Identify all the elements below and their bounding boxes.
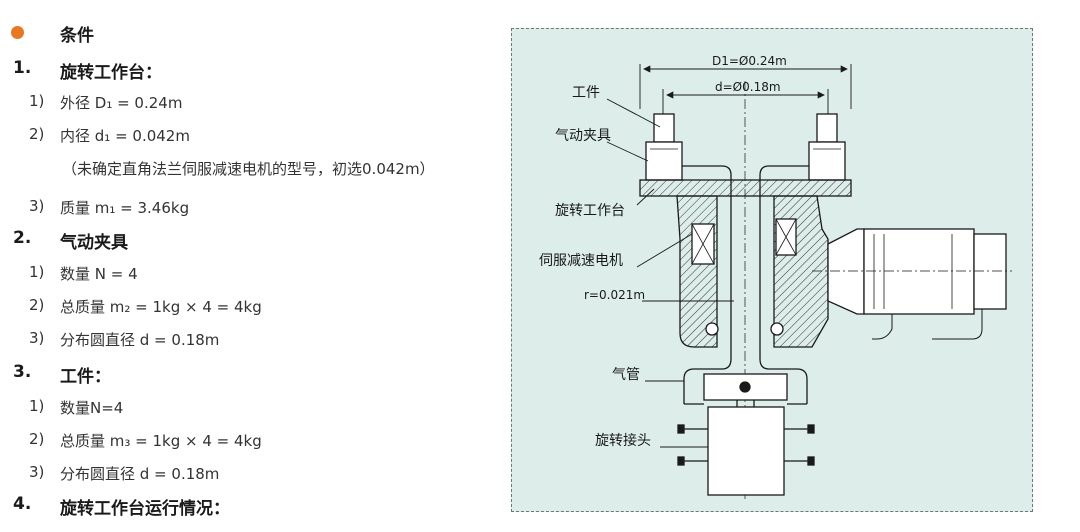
label-workpiece: 工件	[572, 85, 600, 101]
mechanism-diagram: D1=Ø0.24m d=Ø0.18m 工件 气动夹具 旋转工作台 伺服减速电机 …	[511, 28, 1033, 512]
section-title: 气动夹具	[60, 233, 128, 253]
item-text: 数量N=4	[60, 399, 124, 417]
conditions-heading: 条件	[60, 26, 94, 46]
label-table: 旋转工作台	[555, 203, 625, 219]
item-text: 内径 d₁ = 0.042m	[60, 127, 190, 145]
section-number: 4.	[13, 494, 32, 514]
motor-flange	[827, 228, 865, 315]
item-text: 质量 m₁ = 3.46kg	[60, 199, 190, 217]
section-title: 工件：	[60, 367, 111, 387]
item-text: 总质量 m₂ = 1kg × 4 = 4kg	[60, 298, 262, 316]
item-text: 外径 D₁ = 0.24m	[60, 94, 183, 112]
label-radius: r=0.021m	[584, 288, 645, 302]
item-number: 3)	[29, 197, 45, 215]
item-note: （未确定直角法兰伺服减速电机的型号，初选0.042m）	[62, 160, 435, 178]
item-number: 2)	[29, 125, 45, 143]
label-clamp: 气动夹具	[555, 128, 611, 144]
dim-inner-label: d=Ø0.18m	[715, 80, 781, 94]
item-number: 1)	[29, 92, 45, 110]
section-title: 旋转工作台运行情况：	[60, 499, 230, 519]
workpiece-right	[816, 113, 838, 143]
orange-bullet-icon	[11, 26, 24, 39]
section-number: 1.	[13, 58, 32, 78]
item-number: 1)	[29, 263, 45, 281]
section-number: 2.	[13, 228, 32, 248]
leader-clamp	[606, 141, 649, 162]
item-number: 3)	[29, 463, 45, 481]
dim-outer-label: D1=Ø0.24m	[712, 54, 787, 68]
leader-table	[636, 188, 655, 206]
leader-motor	[636, 233, 693, 268]
item-text: 数量 N = 4	[60, 265, 138, 283]
item-number: 1)	[29, 397, 45, 415]
workpiece-left	[653, 113, 675, 143]
rotary-joint	[707, 406, 785, 496]
label-joint: 旋转接头	[595, 432, 651, 449]
label-motor: 伺服减速电机	[539, 253, 623, 269]
item-number: 2)	[29, 430, 45, 448]
item-text: 分布圆直径 d = 0.18m	[60, 331, 220, 349]
assembly-drawing: D1=Ø0.24m d=Ø0.18m 工件 气动夹具 旋转工作台 伺服减速电机 …	[539, 54, 1012, 499]
item-text: 分布圆直径 d = 0.18m	[60, 465, 220, 483]
section-title: 旋转工作台：	[60, 63, 162, 83]
motor-end-cap	[973, 233, 1007, 310]
leader-workpiece	[606, 98, 661, 128]
rotary-table	[639, 179, 852, 197]
section-number: 3.	[13, 362, 32, 382]
servo-motor-body	[863, 228, 975, 315]
item-text: 总质量 m₃ = 1kg × 4 = 4kg	[60, 432, 262, 450]
label-airpipe: 气管	[612, 367, 640, 383]
item-number: 3)	[29, 329, 45, 347]
clamp-left	[645, 141, 683, 181]
clamp-right	[808, 141, 846, 181]
item-number: 2)	[29, 296, 45, 314]
